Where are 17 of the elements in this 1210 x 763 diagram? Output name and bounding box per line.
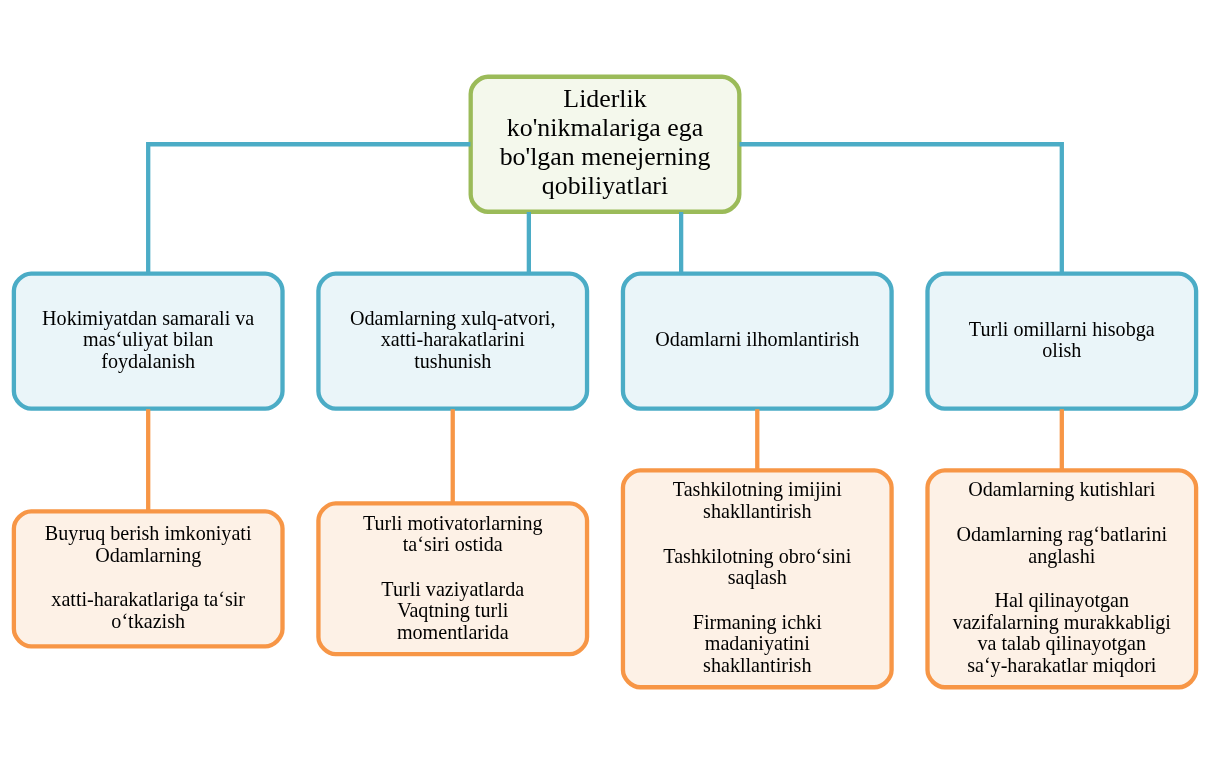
node-box: Odamlarning xulq-atvori, xatti-harakatlarini tushunish — [316, 270, 590, 411]
connector — [739, 141, 1064, 273]
node-box: Liderlik ko'nikmalariga ega bo'lgan menejerning qobiliyatlari — [468, 74, 742, 214]
node-box: Odamlarning kutishlari Odamlarning rag‘batlarini anglashi Hal qilinayotgan vazifalarning murakkabligi va talab qilinayotgan sa‘y-harakatlar miqdori — [925, 467, 1199, 689]
connector — [450, 408, 455, 503]
connector — [146, 408, 151, 511]
connector — [526, 211, 532, 273]
connector — [678, 211, 684, 273]
node-box: Hokimiyatdan samarali va mas‘uliyat bilan foydalanish — [11, 270, 285, 411]
node-box: Odamlarni ilhomlantirish — [620, 270, 894, 411]
connector — [755, 408, 760, 470]
connector — [146, 141, 471, 273]
node-box: Tashkilotning imijini shakllantirish Tashkilotning obro‘sini saqlash Firmaning ichki madaniyatini shakllantirish — [620, 467, 894, 689]
node-box: Turli omillarni hisobga olish — [925, 270, 1199, 411]
node-box: Buyruq berish imkoniyati Odamlarning xatti-harakatlariga ta‘sir o‘tkazish — [11, 508, 285, 648]
connector — [1059, 408, 1064, 470]
node-box: Turli motivatorlarning ta‘siri ostida Turli vaziyatlarda Vaqtning turli momentlarida — [316, 500, 590, 656]
